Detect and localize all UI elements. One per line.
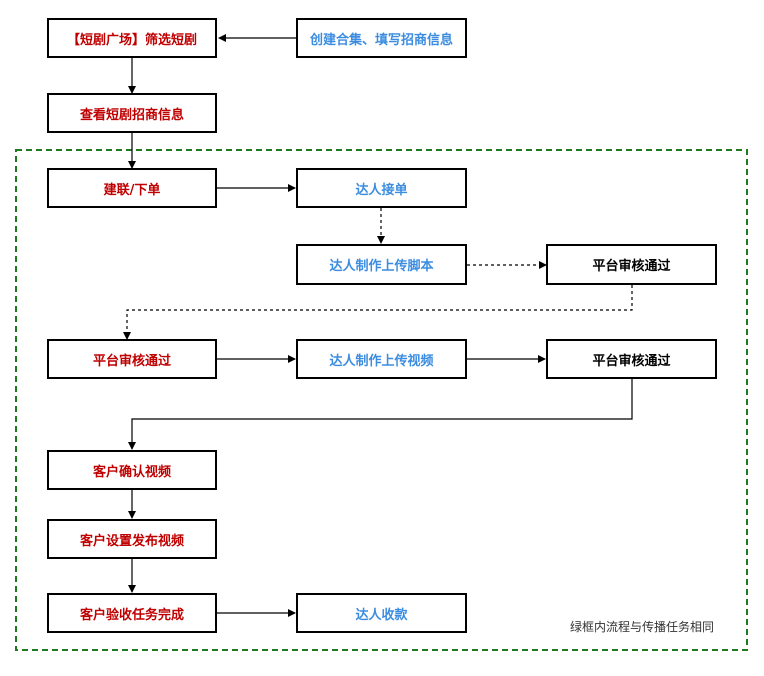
node-accept-task: 客户验收任务完成 (47, 593, 217, 633)
node-platform-review-3: 平台审核通过 (546, 339, 717, 379)
arrow-review3-to-confirm (128, 379, 633, 450)
node-contact-order: 建联/下单 (47, 168, 217, 208)
group-note: 绿框内流程与传播任务相同 (570, 620, 715, 634)
node-upload-video: 达人制作上传视频 (296, 339, 467, 379)
node-platform-review-1: 平台审核通过 (546, 244, 717, 285)
node-talent-accept: 达人接单 (296, 168, 467, 208)
node-setup-publish: 客户设置发布视频 (47, 519, 217, 559)
node-confirm-video: 客户确认视频 (47, 450, 217, 490)
group-border (15, 149, 748, 651)
node-create-collection: 创建合集、填写招商信息 (296, 18, 467, 58)
node-platform-review-2: 平台审核通过 (47, 339, 217, 379)
arrow-review1-to-review2 (123, 285, 633, 340)
node-view-info: 查看短剧招商信息 (47, 93, 217, 133)
node-talent-payment: 达人收款 (296, 593, 467, 633)
node-filter-drama: 【短剧广场】筛选短剧 (47, 18, 217, 58)
node-upload-script: 达人制作上传脚本 (296, 244, 467, 285)
